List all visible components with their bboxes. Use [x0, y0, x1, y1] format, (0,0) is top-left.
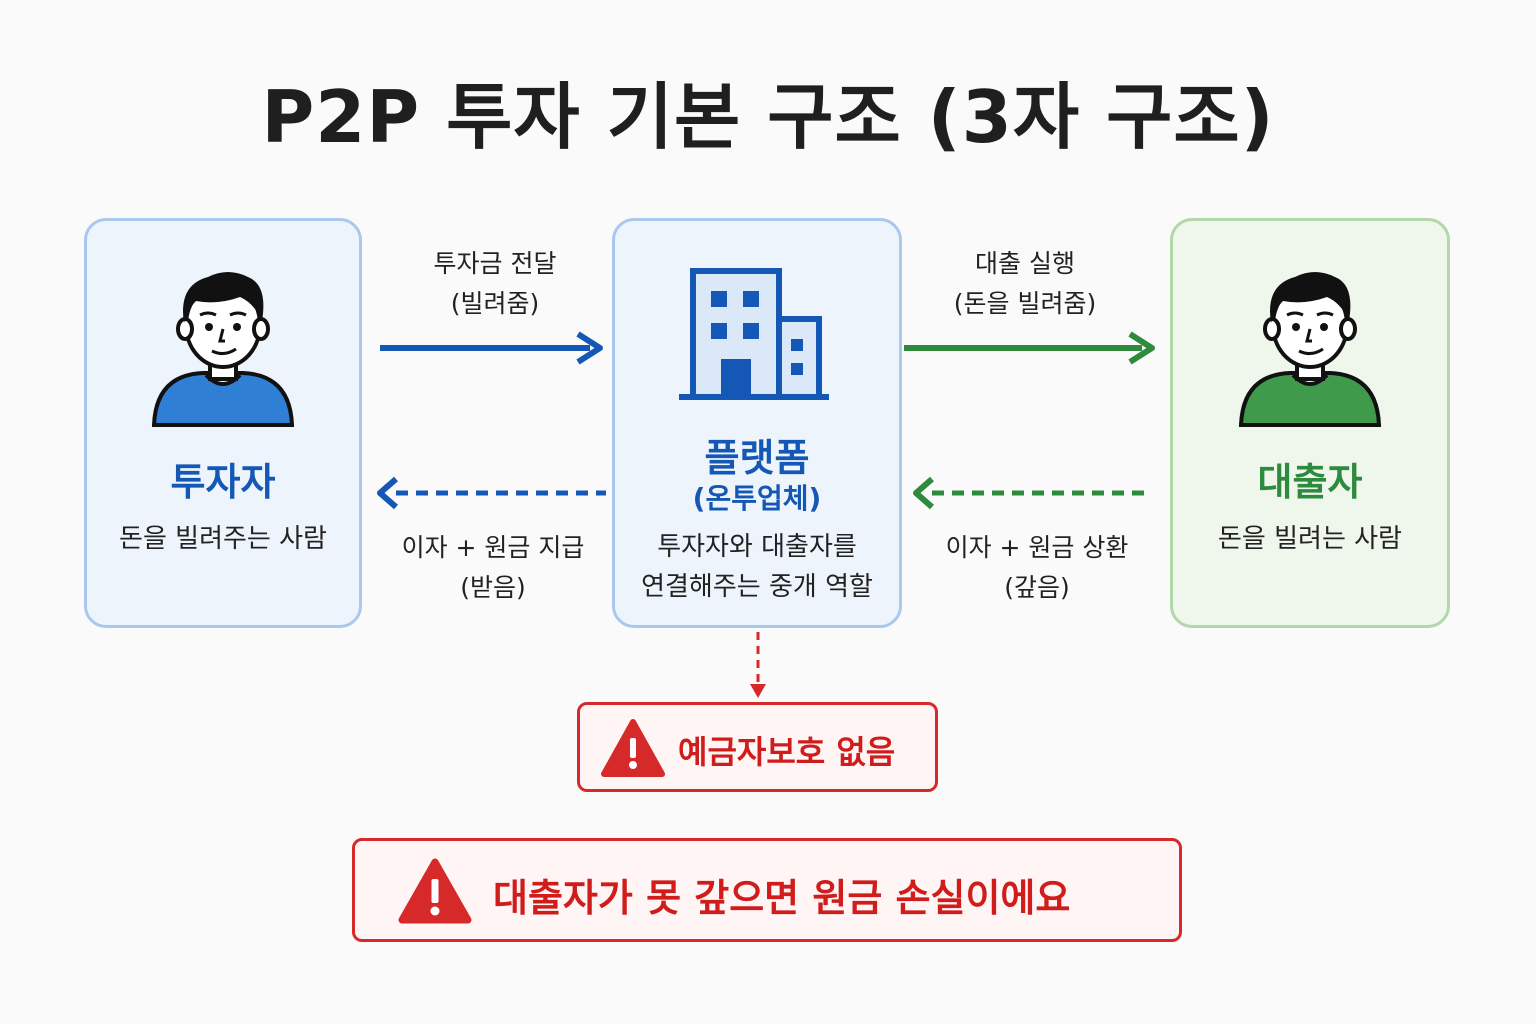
platform-title: 플랫폼: [704, 436, 810, 480]
borrower-desc: 돈을 빌려는 사람: [1218, 524, 1402, 554]
pay-investor-label-line1: 이자 + 원금 지급: [401, 533, 585, 562]
borrower-card: 대출자 돈을 빌려는 사람: [1170, 218, 1450, 628]
warning-connector-arrow: [750, 632, 766, 698]
invest-label-line2: (빌려줌): [450, 289, 540, 318]
platform-subtitle: (온투업체): [692, 482, 822, 515]
loan-label-line1: 대출 실행: [975, 249, 1075, 278]
invest-label: 투자금 전달 (빌려줌): [380, 244, 610, 324]
repay-arrow: [913, 476, 1150, 510]
no-deposit-protection-box: 예금자보호 없음: [577, 702, 938, 792]
investor-desc: 돈을 빌려주는 사람: [119, 524, 327, 554]
repay-label-line2: (갚음): [1004, 573, 1070, 602]
warning-icon: [398, 858, 472, 924]
principal-loss-warning-text: 대출자가 못 갚으면 원금 손실이에요: [493, 876, 1071, 920]
platform-desc-line1: 투자자와 대출자를: [657, 532, 857, 562]
investor-title: 투자자: [170, 460, 276, 504]
loan-arrow: [904, 331, 1155, 365]
building-icon: [679, 268, 829, 400]
principal-loss-warning-box: 대출자가 못 갚으면 원금 손실이에요: [352, 838, 1182, 942]
investor-person-icon: [151, 272, 295, 427]
borrower-title: 대출자: [1257, 460, 1363, 504]
no-deposit-protection-text: 예금자보호 없음: [678, 733, 896, 771]
pay-investor-arrow: [377, 476, 606, 510]
loan-label-line2: (돈을 빌려줌): [953, 289, 1097, 318]
pay-investor-label-line2: (받음): [460, 573, 526, 602]
platform-desc-line2: 연결해주는 중개 역할: [641, 572, 873, 602]
pay-investor-label: 이자 + 원금 지급 (받음): [370, 528, 616, 608]
invest-label-line1: 투자금 전달: [433, 249, 557, 278]
page-title: P2P 투자 기본 구조 (3자 구조): [261, 75, 1275, 159]
borrower-person-icon: [1238, 272, 1382, 427]
invest-arrow: [380, 331, 603, 365]
investor-card: 투자자 돈을 빌려주는 사람: [84, 218, 362, 628]
repay-label: 이자 + 원금 상환 (갚음): [912, 528, 1162, 608]
loan-label: 대출 실행 (돈을 빌려줌): [900, 244, 1150, 324]
platform-card: 플랫폼 (온투업체) 투자자와 대출자를 연결해주는 중개 역할: [612, 218, 902, 628]
warning-icon: [601, 719, 665, 777]
repay-label-line1: 이자 + 원금 상환: [945, 533, 1129, 562]
